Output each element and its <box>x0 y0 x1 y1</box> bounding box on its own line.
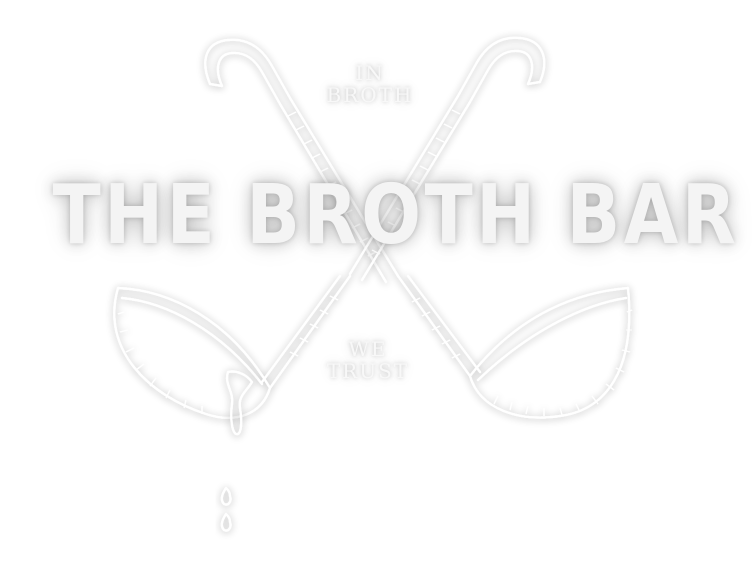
tagline-top-line-1: IN <box>355 61 385 85</box>
tagline-top-line-2: BROTH <box>326 83 414 107</box>
ladle-right-icon <box>204 38 633 419</box>
tagline-top: IN BROTH <box>270 62 470 106</box>
tagline-bottom-line-2: TRUST <box>326 359 410 383</box>
brand-title: THE BROTH BAR <box>52 168 740 263</box>
broth-drip-icon <box>220 370 254 532</box>
ladle-left-icon <box>113 36 546 419</box>
tagline-bottom-line-1: WE <box>348 337 388 361</box>
tagline-bottom: WE TRUST <box>268 338 468 382</box>
